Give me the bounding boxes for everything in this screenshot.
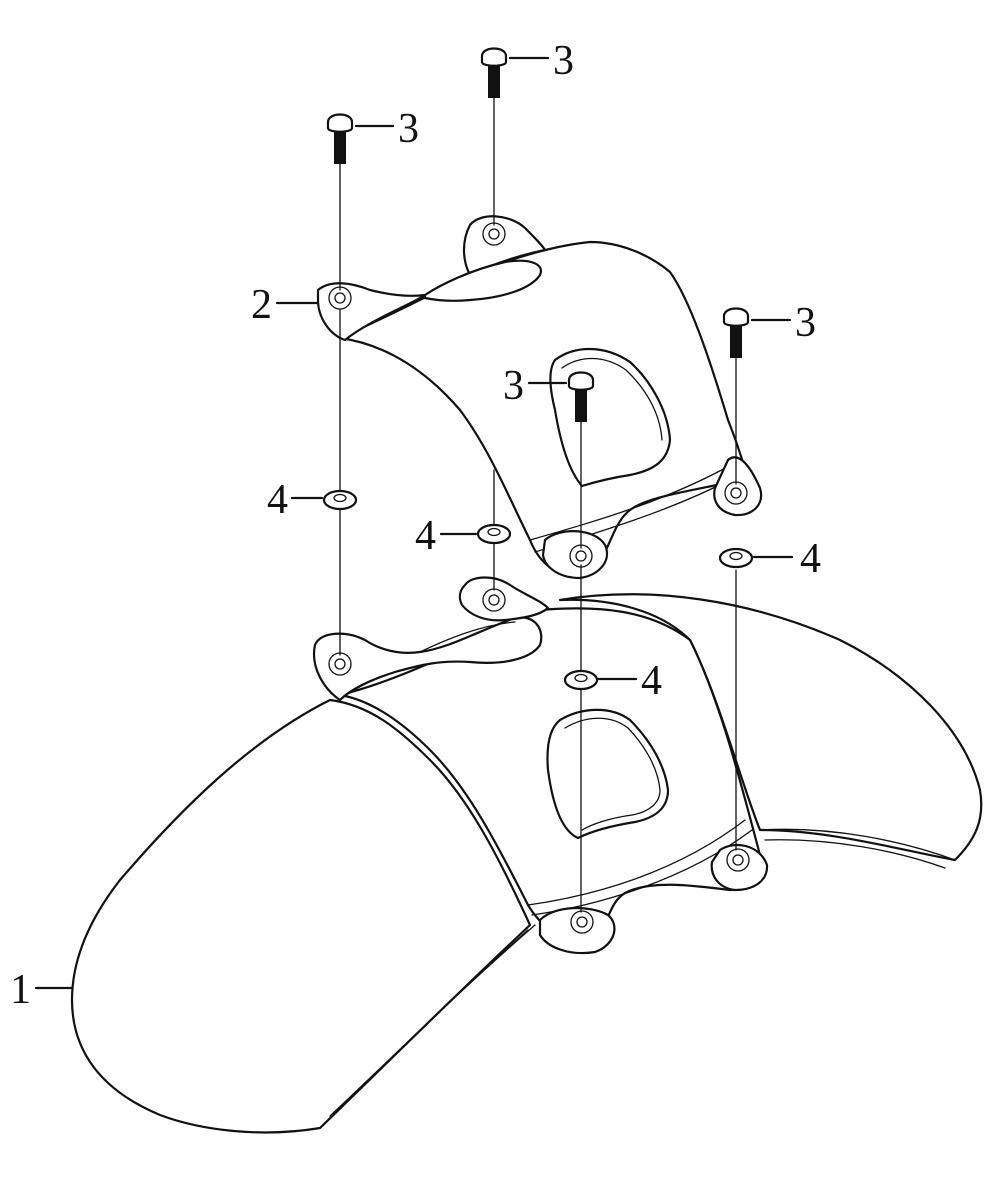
callout-screw-top-left: 3 bbox=[398, 106, 419, 152]
front-fender bbox=[70, 576, 983, 1134]
screw-center bbox=[567, 371, 595, 422]
washer-center bbox=[563, 669, 599, 691]
washer-right bbox=[718, 547, 754, 569]
callout-washer-right: 4 bbox=[800, 536, 821, 582]
fender-hole-right bbox=[726, 848, 750, 872]
leader-lines bbox=[34, 56, 794, 990]
callout-screw-top-center: 3 bbox=[553, 38, 574, 84]
callout-washer-left: 4 bbox=[267, 477, 288, 523]
screw-right bbox=[722, 307, 750, 358]
callout-washer-center-left: 4 bbox=[415, 513, 436, 559]
fender-hole-bottom bbox=[570, 910, 594, 934]
washer-center-left bbox=[476, 523, 512, 545]
screw-top-left bbox=[326, 113, 354, 164]
callout-washer-center: 4 bbox=[641, 658, 662, 704]
washer-left bbox=[322, 489, 358, 511]
callout-screw-center: 3 bbox=[503, 363, 524, 409]
assembly-axis-lines bbox=[339, 97, 737, 913]
callout-bracket: 2 bbox=[251, 282, 272, 328]
fender-bracket bbox=[316, 215, 763, 580]
callout-screw-right: 3 bbox=[795, 300, 816, 346]
screw-top-center bbox=[480, 47, 508, 98]
callout-fender: 1 bbox=[10, 967, 31, 1013]
